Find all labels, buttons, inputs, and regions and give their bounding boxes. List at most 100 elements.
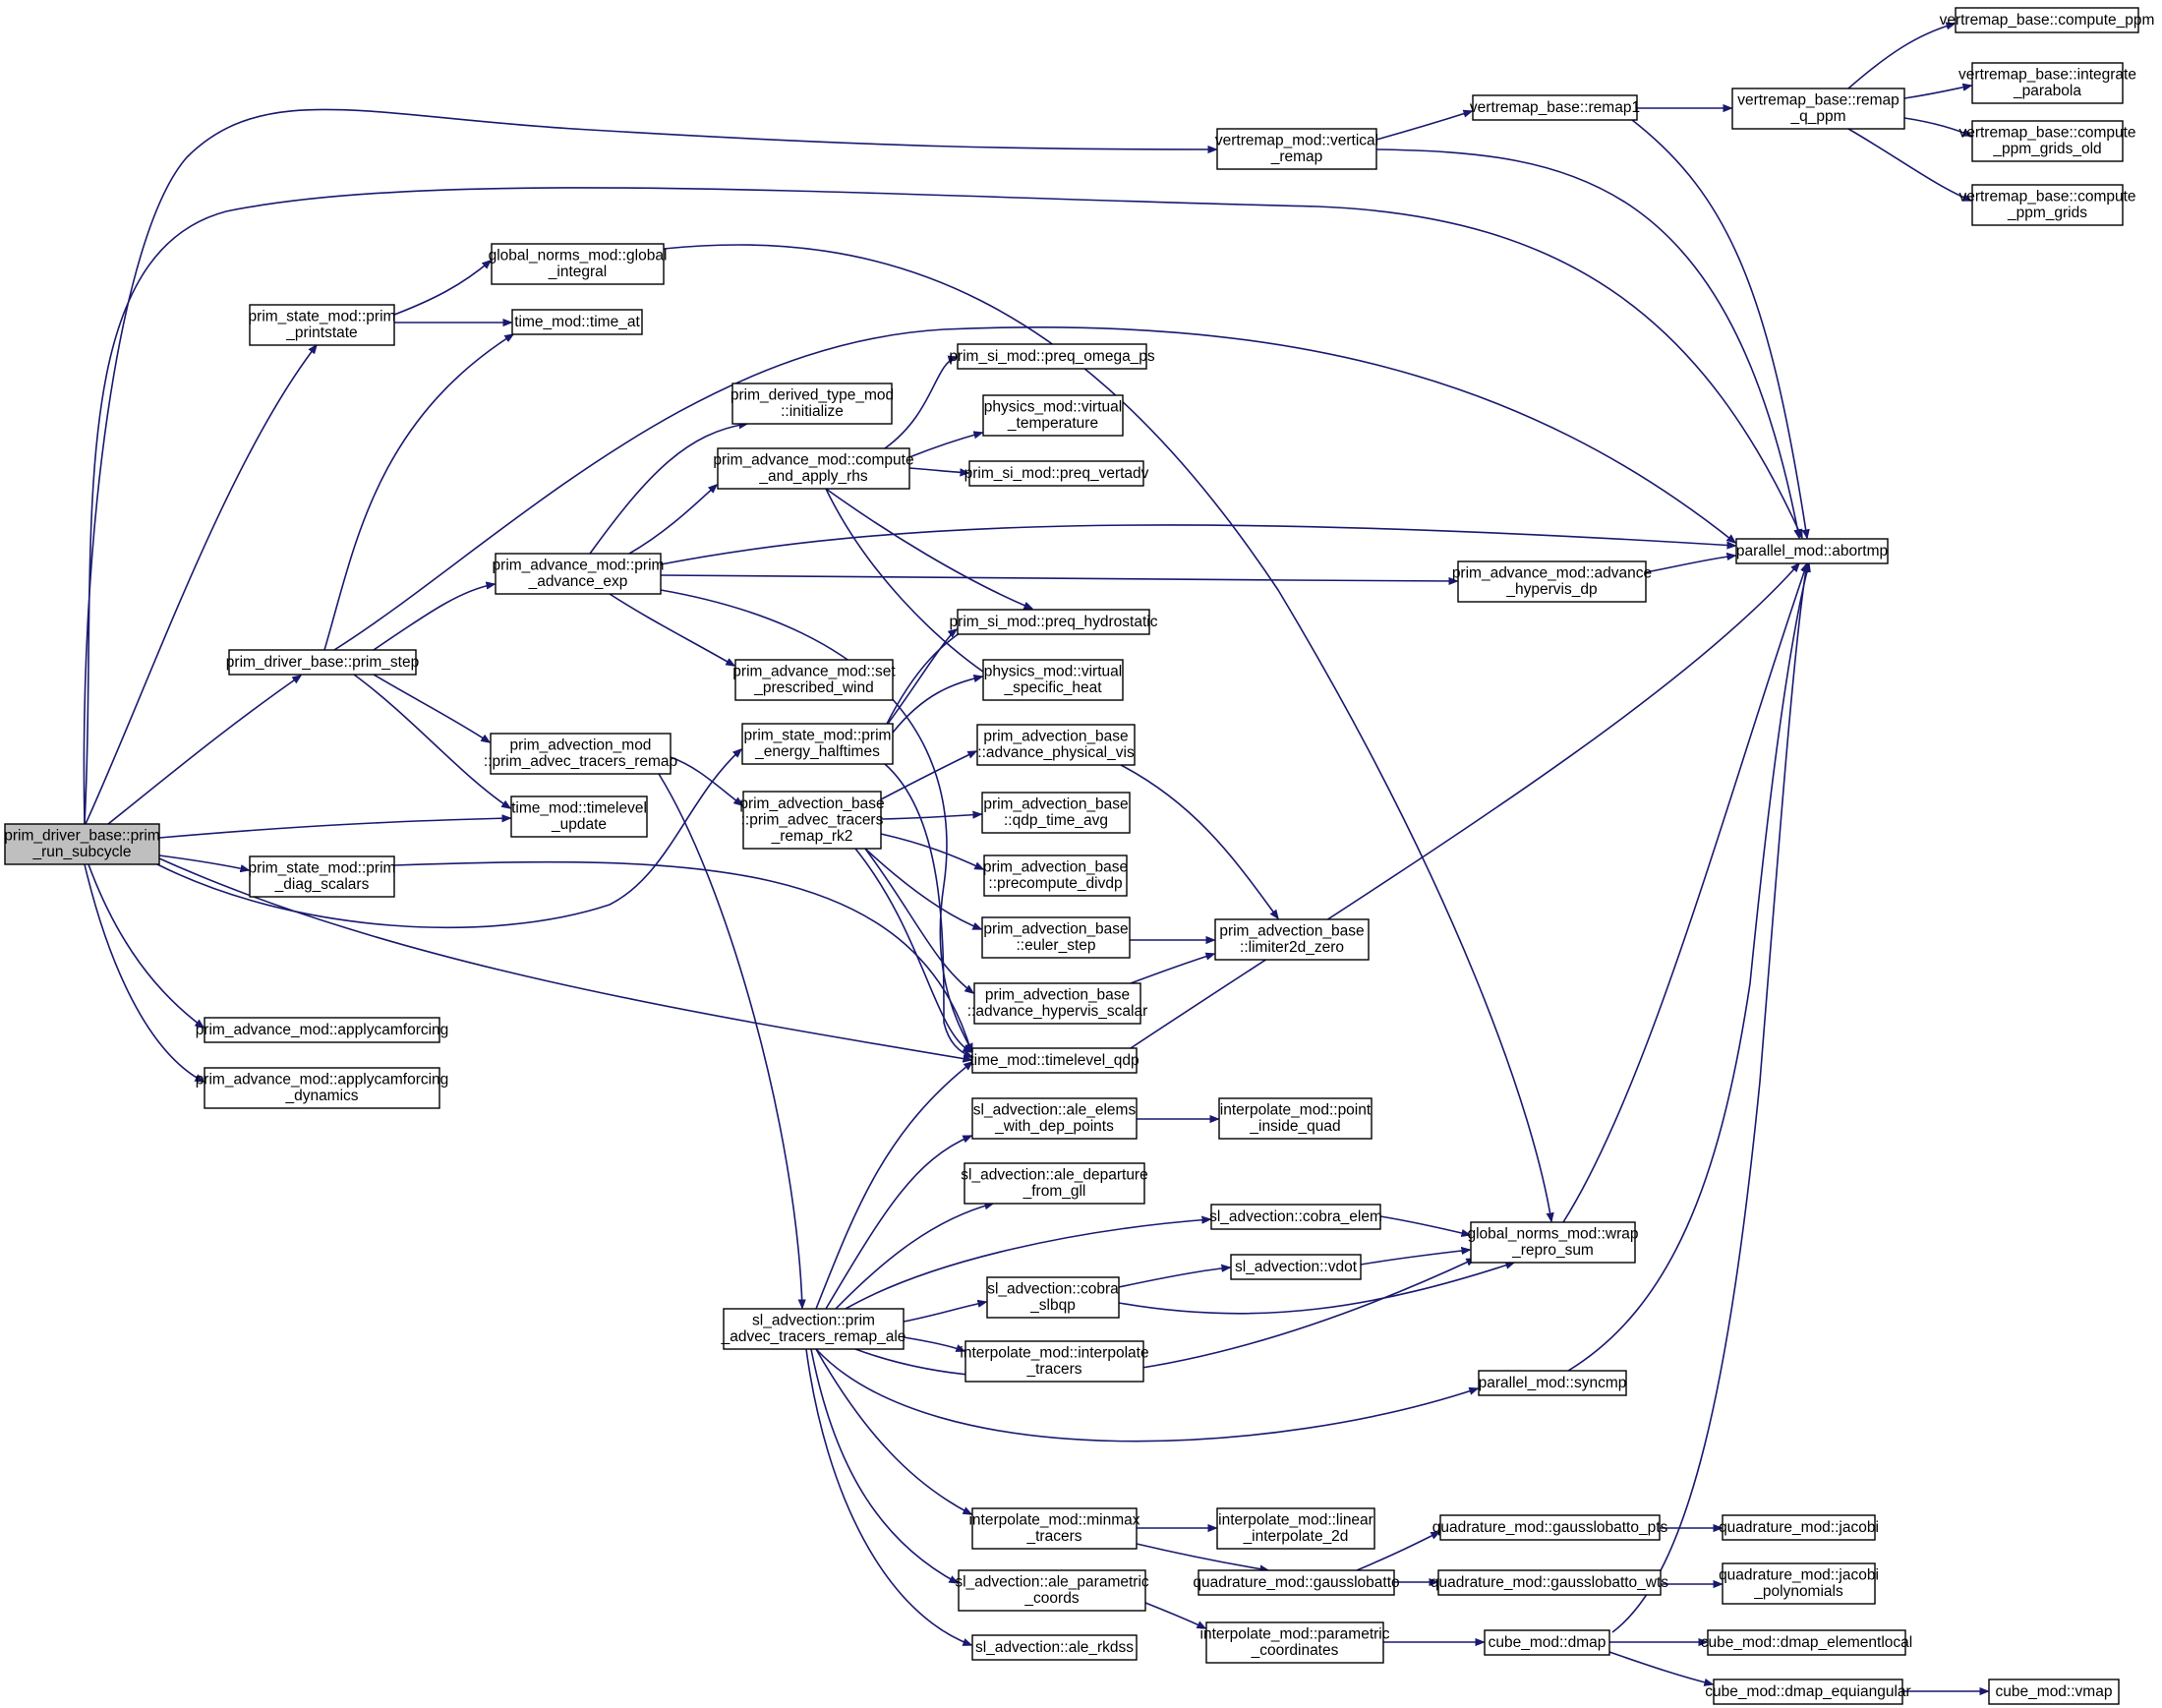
call-graph-node[interactable]: prim_advection_base::advance_physical_vi…	[976, 724, 1136, 766]
call-graph-node[interactable]: quadrature_mod::jacobi	[1719, 1514, 1879, 1541]
node-box	[964, 1340, 1144, 1383]
call-graph-node[interactable]: prim_advance_mod::set_prescribed_wind	[732, 659, 896, 701]
call-graph-node[interactable]: prim_state_mod::prim_diag_scalars	[249, 855, 396, 898]
call-graph-node[interactable]: cube_mod::vmap	[1988, 1679, 2120, 1705]
call-graph-node[interactable]: sl_advection::prim_advec_tracers_remap_a…	[721, 1308, 906, 1350]
edge-n24-to-n35	[884, 763, 972, 1057]
call-graph-node[interactable]: prim_advection_base::qdp_time_avg	[981, 792, 1131, 834]
call-graph-node[interactable]: vertremap_base::remap1	[1470, 94, 1640, 121]
call-graph-node[interactable]: sl_advection::cobra_elem	[1209, 1204, 1382, 1230]
call-graph-node[interactable]: interpolate_mod::linear_interpolate_2d	[1216, 1507, 1375, 1550]
call-graph-node[interactable]: time_mod::timelevel_update	[510, 795, 648, 838]
call-graph-node[interactable]: vertremap_base::compute_ppm	[1940, 7, 2155, 33]
node-label-line: ::advance_hypervis_scalar	[967, 1003, 1148, 1020]
node-box	[511, 309, 643, 335]
call-graph-node[interactable]: prim_state_mod::prim_printstate	[249, 304, 396, 346]
call-graph-node[interactable]: prim_state_mod::prim_energy_halftimes	[741, 723, 894, 765]
edge-n44-to-n37	[825, 1135, 971, 1310]
call-graph-node[interactable]: prim_advance_mod::prim_advance_exp	[493, 553, 665, 595]
edge-n44-to-n46	[815, 1348, 1478, 1443]
call-graph-node[interactable]: interpolate_mod::point_inside_quad	[1218, 1097, 1373, 1140]
call-graph-node[interactable]: interpolate_mod::interpolate_tracers	[960, 1340, 1149, 1383]
call-graph-node[interactable]: prim_advance_mod::applycamforcing_dynami…	[196, 1067, 449, 1109]
call-graph-node[interactable]: prim_driver_base::prim_run_subcycle	[4, 823, 160, 865]
call-graph-node[interactable]: vertremap_base::integrate_parabola	[1958, 62, 2136, 104]
call-graph-node[interactable]: prim_advection_base::euler_step	[981, 916, 1131, 959]
call-graph-node[interactable]: vertremap_base::compute_ppm_grids	[1958, 184, 2136, 226]
edge-n42-to-n41	[1360, 1250, 1470, 1266]
call-graph-node[interactable]: interpolate_mod::parametric_coordinates	[1200, 1621, 1390, 1664]
edge-n20-to-n17	[373, 584, 495, 651]
node-label-line: _remap	[1270, 148, 1323, 165]
call-graph-node[interactable]: parallel_mod::abortmp	[1735, 538, 1889, 564]
call-graph-node[interactable]: sl_advection::vdot	[1230, 1254, 1362, 1280]
node-box	[723, 1308, 905, 1350]
node-box	[1230, 1254, 1362, 1280]
call-graph-node[interactable]: vertremap_mod::vertical_remap	[1215, 128, 1378, 170]
call-graph-node[interactable]: sl_advection::ale_rkdss	[971, 1634, 1138, 1661]
node-label-line: _temperature	[1007, 415, 1098, 432]
edge-n27-to-n33	[864, 848, 973, 993]
call-graph-node[interactable]: prim_advance_mod::advance_hypervis_dp	[1452, 560, 1652, 603]
call-graph-node[interactable]: prim_advection_base::prim_advec_tracers_…	[739, 791, 885, 850]
edge-n40-to-n41	[1379, 1215, 1470, 1235]
node-label-line: ::euler_step	[1017, 937, 1096, 954]
edge-n44-to-n35	[815, 1062, 972, 1310]
call-graph-node[interactable]: parallel_mod::syncmp	[1478, 1370, 1627, 1396]
edge-n51-to-n49	[1356, 1532, 1439, 1571]
node-label-line: _update	[551, 816, 607, 833]
node-box	[204, 1067, 440, 1109]
call-graph-node[interactable]: cube_mod::dmap	[1484, 1629, 1610, 1656]
edge-n23-to-n27	[670, 756, 742, 805]
call-graph-node[interactable]: quadrature_mod::gausslobatto	[1193, 1569, 1400, 1596]
call-graph-node[interactable]: prim_si_mod::preq_hydrostatic	[950, 609, 1158, 635]
node-box	[1457, 560, 1647, 603]
call-graph-node[interactable]: physics_mod::virtual_specific_heat	[982, 659, 1124, 701]
call-graph-node[interactable]: prim_advection_mod::prim_advec_tracers_r…	[484, 733, 677, 775]
call-graph-node[interactable]: time_mod::time_at	[511, 309, 643, 335]
edge-n33-to-n32	[1130, 954, 1214, 984]
edge-n43-to-n41	[1118, 1263, 1514, 1315]
call-graph-node[interactable]: prim_si_mod::preq_omega_ps	[949, 343, 1155, 370]
call-graph-node[interactable]: interpolate_mod::minmax_tracers	[968, 1507, 1140, 1550]
call-graph-node[interactable]: prim_advection_base::precompute_divdp	[983, 854, 1128, 897]
call-graph-node[interactable]: cube_mod::dmap_equiangular	[1705, 1679, 1911, 1705]
node-box	[717, 447, 910, 490]
node-box	[741, 723, 894, 765]
node-box	[249, 855, 395, 898]
node-label-line: quadrature_mod::gausslobatto	[1193, 1574, 1399, 1591]
node-label-line: prim_state_mod::prim	[744, 728, 892, 744]
call-graph-node[interactable]: prim_derived_type_mod::initialize	[730, 383, 894, 425]
edge-n0-to-n35	[158, 857, 971, 1060]
node-label-line: prim_advection_base	[983, 859, 1128, 876]
call-graph-node[interactable]: prim_advection_base::limiter2d_zero	[1214, 918, 1370, 961]
call-graph-node[interactable]: time_mod::timelevel_qdp	[969, 1047, 1139, 1074]
call-graph-node[interactable]: global_norms_mod::wrap_repro_sum	[1467, 1221, 1639, 1264]
call-graph-node[interactable]: sl_advection::ale_elems_with_dep_points	[971, 1097, 1138, 1140]
call-graph-node[interactable]: cube_mod::dmap_elementlocal	[1701, 1629, 1912, 1656]
node-label-line: sl_advection::prim	[752, 1313, 875, 1329]
call-graph-node[interactable]: vertremap_base::compute_ppm_grids_old	[1958, 120, 2136, 162]
call-graph-node[interactable]: prim_advection_base::advance_hypervis_sc…	[967, 982, 1148, 1025]
call-graph-node[interactable]: physics_mod::virtual_temperature	[982, 394, 1124, 437]
node-label-line: quadrature_mod::gausslobatto_pts	[1432, 1519, 1668, 1536]
call-graph-node[interactable]: quadrature_mod::jacobi_polynomials	[1719, 1562, 1879, 1605]
call-graph-node[interactable]: prim_si_mod::preq_vertadv	[964, 460, 1149, 487]
call-graph-node[interactable]: prim_driver_base::prim_step	[226, 649, 419, 676]
node-label-line: prim_derived_type_mod	[730, 387, 894, 404]
call-graph-node[interactable]: sl_advection::cobra_slbqp	[986, 1276, 1120, 1319]
call-graph-node[interactable]: prim_advance_mod::compute_and_apply_rhs	[713, 447, 914, 490]
call-graph-node[interactable]: global_norms_mod::global_integral	[489, 243, 668, 285]
node-label-line: vertremap_mod::vertical	[1215, 133, 1378, 149]
call-graph-node[interactable]: prim_advance_mod::applycamforcing	[196, 1017, 449, 1043]
call-graph-node[interactable]: quadrature_mod::gausslobatto_pts	[1432, 1514, 1668, 1541]
call-graph-node[interactable]: quadrature_mod::gausslobatto_wts	[1431, 1569, 1668, 1596]
call-graph-node[interactable]: vertremap_base::remap_q_ppm	[1731, 88, 1905, 130]
call-graph-node[interactable]: sl_advection::ale_departure_from_gll	[961, 1162, 1148, 1205]
edge-n18-to-n11	[1645, 556, 1735, 573]
node-label-line: global_norms_mod::wrap	[1467, 1226, 1638, 1243]
node-label-line: sl_advection::cobra	[987, 1281, 1119, 1298]
edge-n0-to-n36	[84, 863, 204, 1082]
call-graph-node[interactable]: sl_advection::ale_parametric_coords	[955, 1569, 1149, 1612]
node-box	[1218, 1097, 1373, 1140]
